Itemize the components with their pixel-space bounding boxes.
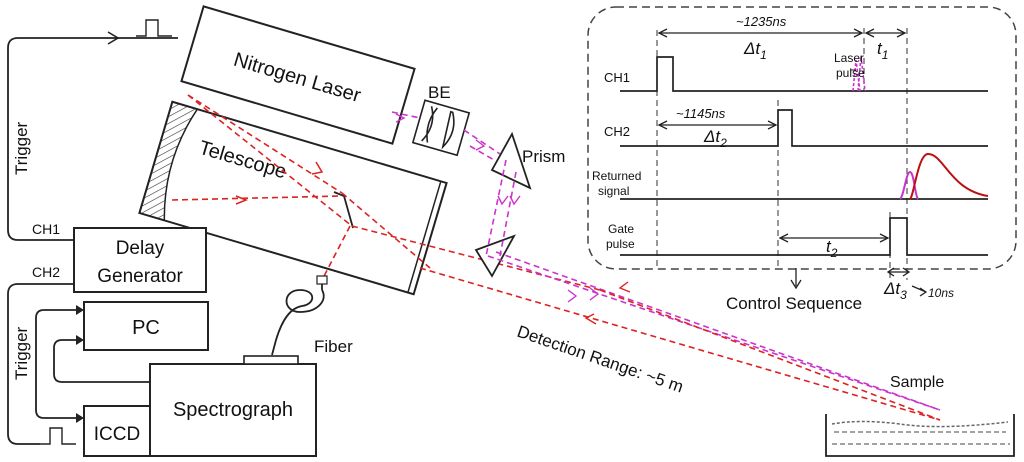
iccd-label: ICCD: [94, 424, 140, 445]
beam-expander: [411, 99, 471, 157]
sample-dish: [825, 414, 1015, 457]
pc-box: [83, 301, 209, 351]
ch1-trace: [620, 56, 988, 92]
control-sequence-caption: Control Sequence: [726, 294, 862, 313]
dimension-arrows: [657, 28, 928, 297]
fiber-label: Fiber: [314, 337, 353, 356]
spectrograph-fiber-port: [243, 355, 299, 365]
row-label-returned-1: Returned: [592, 169, 641, 183]
t2-symbol: t2: [826, 237, 838, 260]
row-label-gate-2: pulse: [606, 237, 635, 251]
ch2-label: CH2: [32, 264, 60, 280]
returned-signal-trace: [909, 152, 989, 200]
return-beams-sample: [419, 267, 941, 421]
return-beam-arrows-telescope: [235, 161, 324, 205]
row-label-ch2: CH2: [604, 124, 630, 139]
dt1-value: ~1235ns: [736, 14, 787, 29]
laser-beam: [391, 111, 941, 411]
return-beam-arrows-sample: [584, 281, 631, 325]
dt2-symbol: Δt2: [703, 127, 727, 150]
telescope-window: [407, 181, 442, 293]
delay-generator-box: [73, 227, 207, 293]
dt2-value: ~1145ns: [676, 106, 726, 121]
spectrograph-label: Spectrograph: [173, 399, 293, 421]
be-label: BE: [428, 83, 451, 102]
pc-label: PC: [132, 317, 160, 339]
row-label-gate-1: Gate: [608, 222, 634, 236]
detection-range-label: Detection Range: ~5 m: [515, 322, 686, 397]
row-label-returned-2: signal: [598, 184, 629, 198]
prism-bottom: [474, 234, 516, 278]
laser-pulse-label-2: pulse: [836, 66, 865, 80]
laser-beam-arrows: [395, 113, 600, 303]
dt3-value: 10ns: [928, 286, 954, 300]
dt3-symbol: Δt3: [883, 279, 907, 302]
trigger-label-bottom: Trigger: [12, 326, 31, 380]
iccd-box: [83, 405, 151, 457]
telescope-mirror: [138, 100, 199, 222]
laser-pulse-label-1: Laser: [834, 51, 864, 65]
trigger-pulse-bottom: [40, 427, 76, 445]
row-label-ch1: CH1: [604, 70, 630, 85]
trigger-label-top: Trigger: [12, 121, 31, 175]
prism-label: Prism: [522, 147, 565, 166]
delay-generator-label-line2: Generator: [97, 266, 183, 287]
trigger-arrowhead-top: [107, 31, 120, 45]
sample-label: Sample: [890, 374, 944, 391]
t1-symbol: t1: [877, 39, 888, 62]
returned-signal-laser-echo: [899, 170, 919, 200]
trigger-wire-top: [7, 37, 178, 241]
ch1-label: CH1: [32, 221, 60, 237]
prism-top: [490, 131, 532, 190]
dt1-symbol: Δt1: [743, 39, 767, 62]
delay-generator-label-line1: Delay: [116, 238, 165, 259]
nitrogen-laser-box: [180, 5, 416, 145]
spectrograph-box: [149, 363, 317, 457]
wire-arrowheads: [76, 305, 84, 423]
gate-pulse-trace: [620, 217, 988, 256]
trigger-wire-bottom: [7, 283, 150, 445]
trigger-pulse-top: [136, 19, 172, 37]
secondary-mirror: [333, 191, 354, 229]
ch2-trace: [620, 109, 988, 147]
timing-inset-frame: [587, 6, 1017, 270]
fiber-cable: [271, 275, 328, 356]
laser-pulse-trace: [852, 55, 866, 92]
